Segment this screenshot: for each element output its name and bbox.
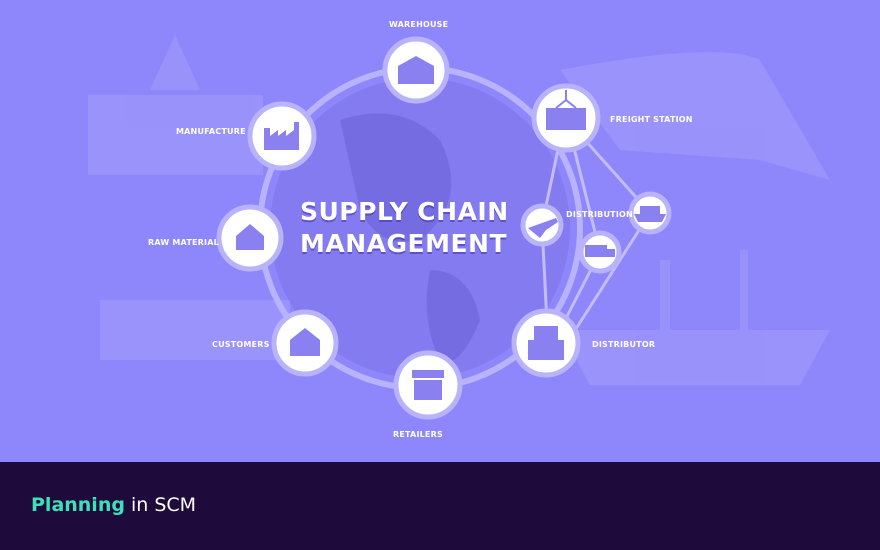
supply-chain-diagram: SUPPLY CHAIN MANAGEMENT WAREHOUSE FREIGH… xyxy=(88,20,830,439)
tower-silhouette xyxy=(740,250,748,330)
title-line-2: MANAGEMENT xyxy=(300,229,508,258)
office-building-icon xyxy=(528,326,564,360)
diagram-graphic xyxy=(88,35,830,420)
diagram-title: SUPPLY CHAIN MANAGEMENT xyxy=(300,196,509,260)
tower-silhouette xyxy=(660,260,670,330)
barn-icon xyxy=(236,224,264,250)
cargo-ship-icon xyxy=(634,206,666,222)
background-silhouettes xyxy=(88,35,830,385)
truck-icon xyxy=(585,245,615,257)
raw-material-label: RAW MATERIAL xyxy=(148,238,219,247)
airplane-icon xyxy=(528,218,558,238)
manufacture-label: MANUFACTURE xyxy=(176,127,246,136)
warehouse-label: WAREHOUSE xyxy=(389,20,449,29)
freight-container-icon xyxy=(546,90,586,130)
storefront-icon xyxy=(412,370,444,400)
footer-caption: Planning in SCM xyxy=(31,494,196,516)
continents xyxy=(340,113,480,362)
caption-rest: in SCM xyxy=(124,494,197,516)
title-line-1: SUPPLY CHAIN xyxy=(300,197,509,226)
distributor-label: DISTRIBUTOR xyxy=(592,340,656,349)
warehouse-icon xyxy=(398,56,434,84)
container-silhouette xyxy=(88,95,263,175)
airplane-silhouette xyxy=(560,52,830,180)
freight-station-label: FREIGHT STATION xyxy=(610,115,693,124)
crane-silhouette xyxy=(150,35,200,90)
customers-label: CUSTOMERS xyxy=(212,340,270,349)
distribution-label: DISTRIBUTION xyxy=(566,210,633,219)
retailers-label: RETAILERS xyxy=(393,430,443,439)
footer-bar xyxy=(0,462,880,550)
ship-silhouette xyxy=(560,330,830,385)
caption-highlight: Planning xyxy=(31,494,125,516)
factory-icon xyxy=(264,122,299,150)
truck-silhouette xyxy=(100,300,290,360)
house-icon xyxy=(290,328,320,356)
